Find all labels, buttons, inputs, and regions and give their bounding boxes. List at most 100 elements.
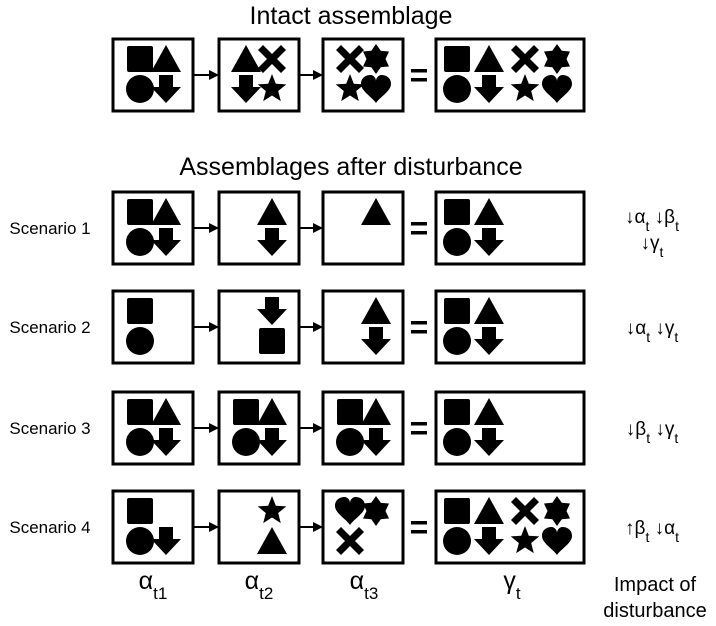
alpha-box [217,190,301,266]
scenario-row-2: =Scenario 2↓αt ↓γt [9,289,679,365]
triangle-shape [257,398,287,425]
triangle-shape [231,45,261,72]
impact-symbol: ↓α [626,318,647,339]
star-shape [510,526,540,554]
triangle-shape [474,297,504,324]
equals-sign: = [410,509,429,545]
heart-shape [542,75,572,103]
impact-text: ↓αt ↓γt [626,318,679,345]
cross-shape [511,497,539,525]
triangle-shape [474,198,504,225]
circle-shape [126,228,154,256]
alpha-box [321,190,405,266]
triangle-shape [361,198,391,225]
square-shape [259,328,285,354]
star-shape [257,496,287,524]
triangle-shape [361,398,391,425]
arrow-down-shape [361,428,391,456]
square-shape [127,498,153,524]
impact-subscript: t [674,329,678,345]
hexagram-shape [363,496,389,526]
equals-sign: = [410,410,429,446]
arrow-down-shape [151,75,181,103]
arrow-down-shape [257,428,287,456]
impact-header-line-1: Impact of [614,574,697,596]
heart-shape [542,527,572,555]
impact-text: ↓αt ↓βt [625,207,679,234]
triangle-shape [474,497,504,524]
circle-shape [443,428,471,456]
impact-symbol: ↓γ [650,318,675,339]
heart-shape [361,75,391,103]
impact-header-line-2: disturbance [603,600,706,622]
cross-shape [258,45,286,73]
triangle-shape [257,198,287,225]
hexagram-shape [544,44,570,74]
circle-shape [126,327,154,355]
scenario-label: Scenario 4 [9,518,90,537]
impact-text: ↓γt [641,233,664,260]
impact-subscript: t [645,218,649,234]
arrow-down-shape [257,297,287,325]
scenario-row-1: =Scenario 1↓αt ↓βt↓γt [9,190,679,266]
square-shape [127,298,153,324]
equals-sign: = [410,57,429,93]
impact-symbol: ↓γ [650,419,675,440]
circle-shape [443,527,471,555]
hexagram-shape [544,496,570,526]
impact-subscript: t [645,529,649,545]
impact-subscript: t [674,430,678,446]
circle-shape [336,428,364,456]
square-shape [444,199,470,225]
alpha-box [217,289,301,365]
impact-symbol: ↓γ [641,233,661,254]
hexagram-shape [363,44,389,74]
triangle-shape [474,398,504,425]
triangle-shape [151,198,181,225]
impact-subscript: t [646,329,650,345]
arrow-down-shape [231,75,261,103]
circle-shape [443,228,471,256]
column-label: αt3 [350,567,379,603]
cross-shape [336,527,364,555]
square-shape [233,399,259,425]
impact-text: ↓βt ↓γt [626,419,679,446]
arrow-down-shape [151,527,181,555]
arrow-down-shape [474,228,504,256]
arrow-down-shape [474,428,504,456]
circle-shape [126,527,154,555]
alpha-box [217,489,301,565]
arrow-down-shape [151,428,181,456]
arrow-down-shape [474,327,504,355]
scenario-row-3: =Scenario 3↓βt ↓γt [9,390,679,466]
impact-symbol: ↑β [625,518,646,539]
alpha-box [111,390,195,466]
impact-subscript: t [675,218,679,234]
circle-shape [232,428,260,456]
arrow-down-shape [474,527,504,555]
impact-subscript: t [675,529,679,545]
square-shape [127,46,153,72]
star-shape [510,74,540,102]
square-shape [444,46,470,72]
scenario-label: Scenario 2 [9,318,90,337]
column-label: αt2 [245,567,274,603]
arrow-down-shape [361,327,391,355]
impact-symbol: ↓β [649,207,675,228]
star-shape [257,74,287,102]
alpha-box [321,289,405,365]
triangle-shape [361,297,391,324]
square-shape [127,199,153,225]
impact-subscript: t [646,430,650,446]
triangle-shape [257,527,287,554]
equals-sign: = [410,309,429,345]
scenario-row-4: =Scenario 4↑βt ↓αt [9,489,679,565]
column-label: γt [503,567,521,603]
column-label: αt1 [139,567,168,603]
intact-row: = [111,37,586,113]
arrow-down-shape [257,228,287,256]
square-shape [444,298,470,324]
triangle-shape [151,398,181,425]
cross-shape [511,45,539,73]
